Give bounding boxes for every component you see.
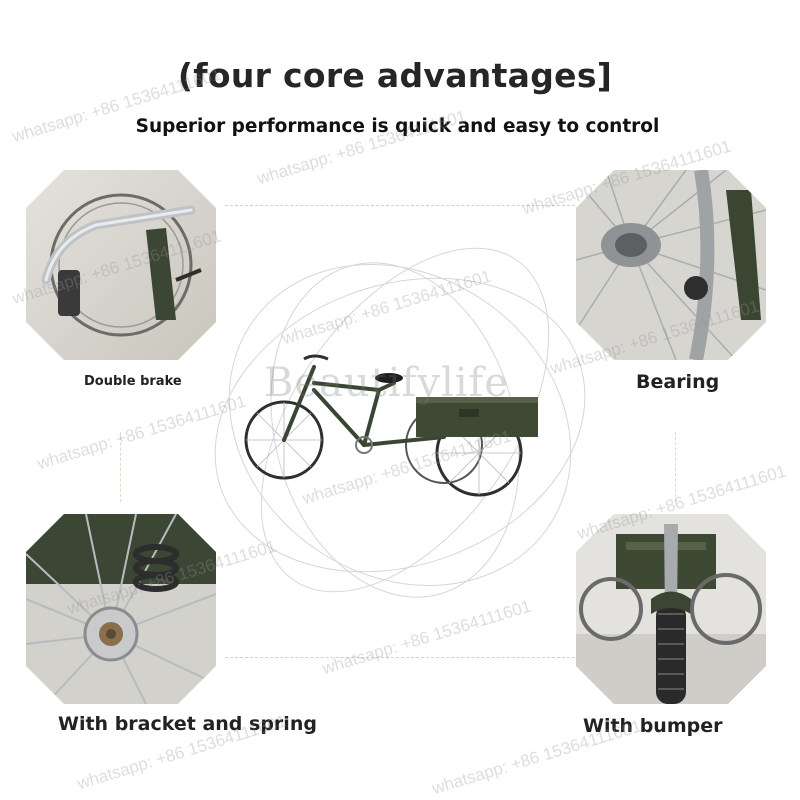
- wheel-hub-bearing-photo: [576, 170, 766, 360]
- decorative-swirl: [214, 247, 586, 598]
- feature-label-bumper: With bumper: [583, 715, 723, 737]
- page-title: (four core advantages]: [177, 56, 613, 95]
- watermark-text: whatsapp: +86 15364111601: [430, 716, 644, 799]
- top-divider: [225, 205, 575, 206]
- cargo-tricycle-image: [244, 354, 538, 497]
- right-divider: [675, 432, 676, 502]
- feature-label-bearing: Bearing: [636, 371, 720, 393]
- brake-lever-photo: [26, 170, 216, 360]
- left-divider: [120, 432, 121, 502]
- front-fender-photo: [576, 514, 766, 704]
- page-subtitle: Superior performance is quick and easy t…: [135, 116, 660, 137]
- brand-watermark: Beautifylife: [264, 360, 510, 406]
- bottom-divider: [225, 657, 575, 658]
- feature-label-double-brake: Double brake: [84, 374, 182, 389]
- rear-hub-spring-photo: [26, 514, 216, 704]
- feature-label-bracket-spring: With bracket and spring: [58, 713, 317, 735]
